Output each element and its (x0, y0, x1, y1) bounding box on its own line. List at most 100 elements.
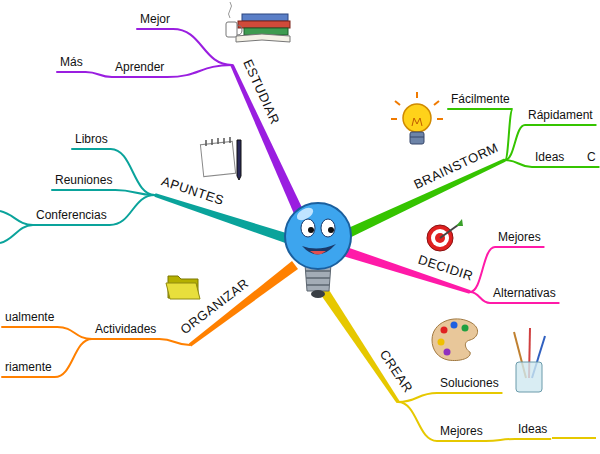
palette-icon (432, 319, 478, 361)
books-icon-part (229, 2, 232, 18)
branch-connector (52, 190, 155, 195)
subtopic: Reuniones (52, 173, 115, 190)
palette-icon-part (438, 339, 445, 346)
subtopic: Alternativas (490, 286, 559, 303)
target-icon-part (456, 219, 463, 226)
bulb-mascot-part (321, 219, 335, 237)
branch-connector (72, 149, 155, 195)
lightbulb-icon-part (410, 132, 424, 144)
branch-connector (486, 439, 551, 441)
subtopic: Fácilmente (448, 92, 513, 109)
subtopic: Mejores (495, 230, 544, 247)
branch-stub-part (0, 211, 33, 225)
topic-text: riamente (5, 360, 52, 374)
main-branch (314, 279, 400, 403)
topic-text: ORGANIZAR (178, 276, 252, 338)
bulb-mascot-part (328, 227, 334, 233)
topic-text: CREAR (377, 348, 416, 396)
lightbulb-icon-part (410, 137, 424, 138)
bulb-mascot-part (310, 251, 326, 255)
subtopic: Ideas (532, 150, 567, 167)
lightbulb-icon-part (403, 104, 431, 132)
books-icon-part (236, 34, 290, 42)
lightbulb-icon-part-part (395, 101, 400, 105)
connector-group (2, 29, 599, 441)
books-icon (226, 2, 290, 42)
topic-text: Soluciones (440, 376, 499, 390)
topic-text: Aprender (115, 60, 164, 74)
topic-text: Mejor (140, 12, 170, 26)
topic-text: APUNTES (159, 174, 225, 209)
topic-text: Más (60, 55, 83, 69)
subtopic: Aprender (112, 60, 167, 77)
brush-jar-icon (514, 328, 545, 392)
branch-connector (2, 327, 92, 339)
subtopic: ualmente (2, 310, 57, 327)
branch-group (154, 64, 505, 403)
branch-connector (57, 72, 112, 77)
bulb-mascot-part (302, 244, 336, 255)
palette-icon-part (451, 322, 458, 329)
topic-text: ESTUDIAR (240, 57, 282, 127)
topic-text: Ideas (518, 422, 547, 436)
notepad-icon-part (237, 140, 241, 180)
topic-text: Alternativas (493, 286, 556, 300)
books-icon-part (226, 22, 237, 37)
notepad-icon-part (206, 137, 230, 146)
topic-text: Conferencias (36, 208, 107, 222)
lightbulb-icon-part-part (434, 101, 439, 105)
branch-topic: CREAR (369, 346, 417, 402)
topic-text: DECIDIR (416, 252, 475, 284)
palette-icon-part (441, 327, 448, 334)
branch-topic: ESTUDIAR (232, 56, 283, 133)
palette-icon-part (432, 319, 478, 361)
subtopic: Conferencias (33, 208, 110, 225)
topic-text: Fácilmente (451, 92, 510, 106)
target-icon-part (440, 225, 458, 238)
bulb-mascot-part (301, 219, 315, 237)
books-icon-part (238, 21, 290, 28)
bulb-mascot (285, 203, 351, 298)
bulb-mascot-part (285, 203, 351, 269)
notepad-icon-part (200, 141, 235, 176)
branch-stub-part (0, 225, 33, 243)
topic-text: Rápidament (528, 108, 593, 122)
topic-text: Mejores (440, 424, 483, 438)
bulb-mascot-part (308, 227, 314, 233)
branch-connector (567, 166, 598, 168)
subtopic: Mejor (137, 12, 173, 29)
subtopic: Libros (72, 132, 111, 149)
subtopic: Rápidament (525, 108, 596, 125)
branch-topic: APUNTES (155, 173, 228, 216)
branch-topic: ORGANIZAR (176, 275, 258, 345)
target-icon (427, 219, 463, 251)
palette-icon-part (462, 325, 469, 332)
topic-text: BRAINSTORM (411, 140, 500, 192)
main-branch (154, 193, 293, 245)
branch-connector (92, 339, 190, 345)
branch-stub (552, 437, 596, 439)
subtopic: C (584, 150, 599, 167)
subtopic: Soluciones (437, 376, 502, 393)
topic-text: Mejores (498, 230, 541, 244)
branch-connector (137, 29, 232, 65)
topic-text: C (587, 150, 596, 164)
bulb-mascot-part (306, 271, 330, 285)
subtopic: Ideas (515, 422, 550, 439)
subtopic: Actividades (92, 322, 159, 339)
subtopic: Mejores (437, 424, 486, 441)
books-icon-part (242, 14, 288, 21)
branch-connector (398, 402, 486, 441)
subtopic: Más (57, 55, 86, 72)
branch-connector (470, 247, 544, 292)
branch-stub (0, 211, 33, 243)
lightbulb-icon-part-part (437, 118, 443, 120)
branch-topic: BRAINSTORM (409, 139, 505, 200)
lightbulb-icon-part-part (416, 92, 418, 98)
branch-connector (2, 339, 92, 377)
lightbulb-icon (391, 92, 443, 144)
topic-text: Libros (75, 132, 108, 146)
palette-icon-part (444, 349, 451, 356)
branch-stub-part (552, 437, 596, 439)
